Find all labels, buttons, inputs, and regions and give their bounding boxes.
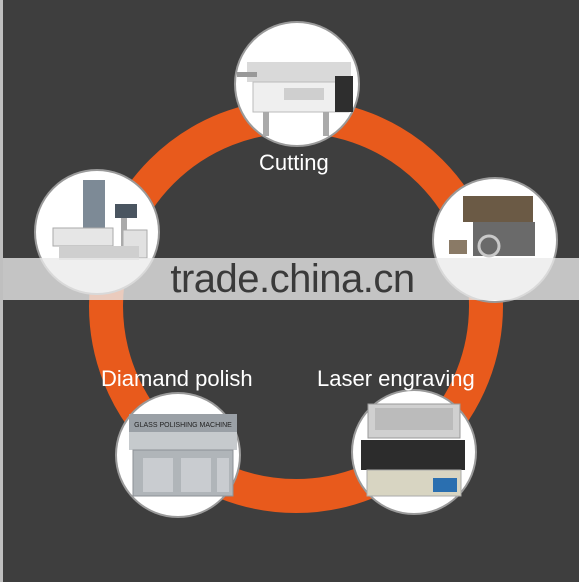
polishing-machine-text: GLASS POLISHING MACHINE [134,422,232,429]
step-label-cutting: Cutting [259,150,329,175]
watermark-band [3,258,579,300]
laser-engraver-icon [351,389,477,515]
step-label-laser-engraving: Laser engraving [317,366,475,391]
cycle-graphic: GLASS POLISHING MACHINE [34,21,558,518]
watermark: trade.china.cn [170,257,415,301]
polishing-machine-icon: GLASS POLISHING MACHINE [115,392,241,518]
step-label-diamand-polish: Diamand polish [101,366,253,391]
sliding-table-saw-icon [234,21,360,147]
